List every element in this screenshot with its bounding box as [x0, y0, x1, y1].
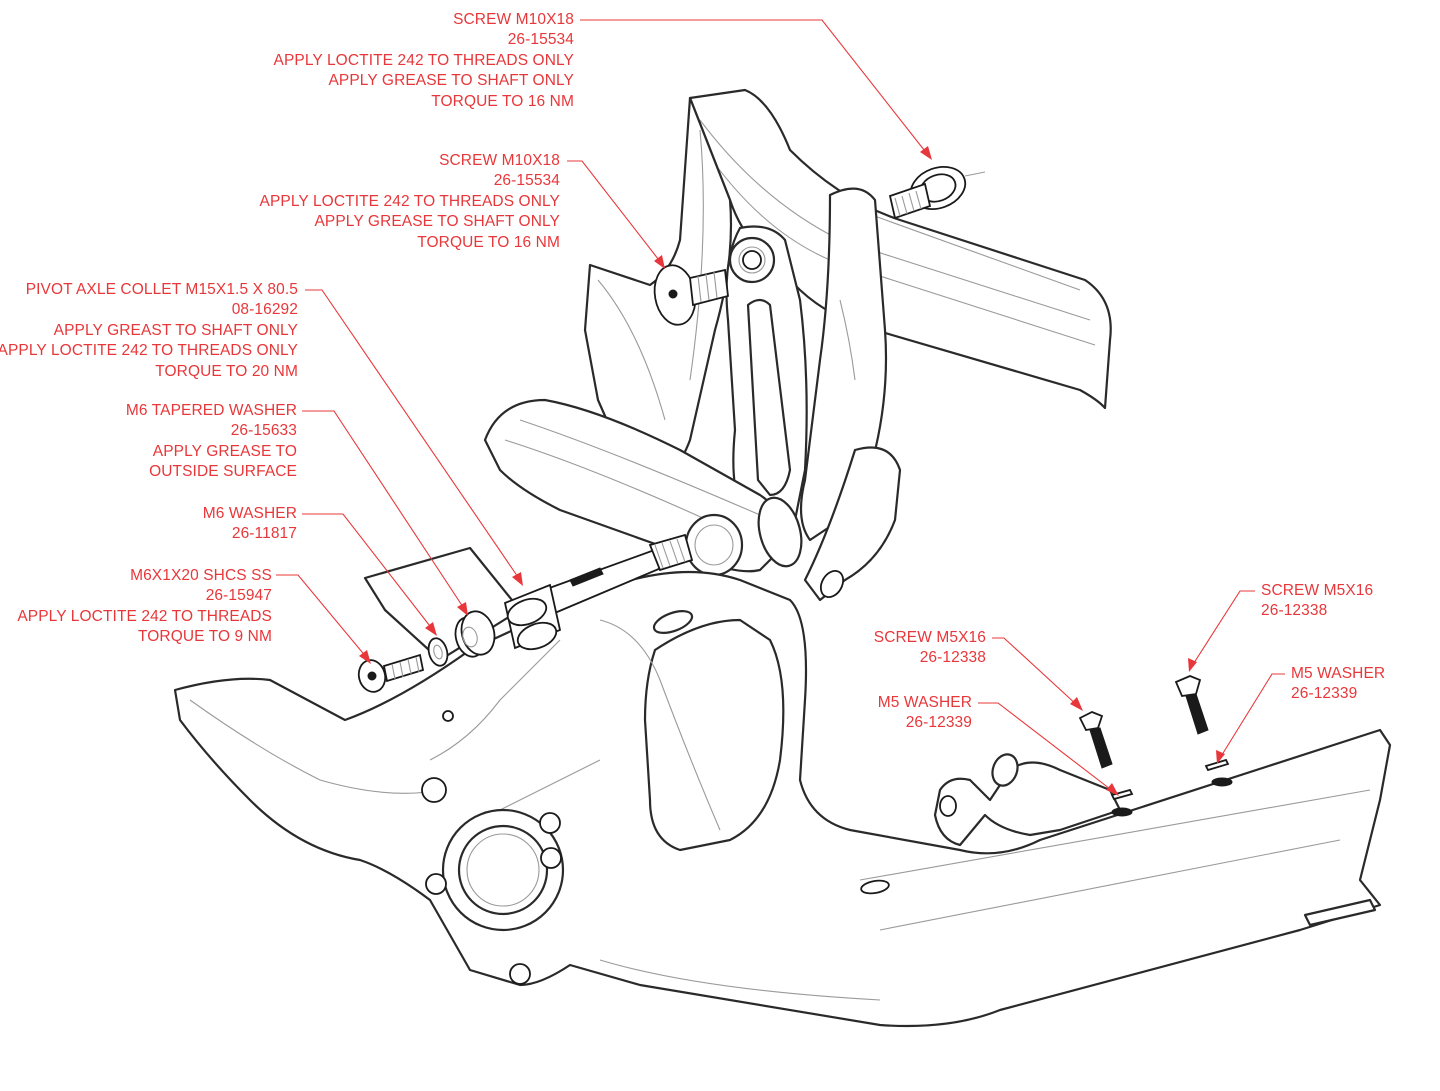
callout-line: APPLY GREAST TO SHAFT ONLY: [53, 321, 298, 339]
callout-line: M6X1X20 SHCS SS: [130, 567, 272, 584]
callout-line: 26-12339: [905, 714, 972, 732]
m6-shcs-bolt: [357, 653, 425, 693]
callout-line: APPLY LOCTITE 242 TO THREADS ONLY: [0, 342, 298, 360]
callout-line: PIVOT AXLE COLLET M15X1.5 X 80.5: [25, 281, 298, 298]
callout-line: 26-11817: [231, 525, 297, 543]
callout-line: SCREW M5X16: [1261, 582, 1374, 599]
callout-line: 26-15534: [493, 172, 560, 190]
shock-mount: [799, 187, 902, 602]
callout-line: OUTSIDE SURFACE: [149, 463, 297, 481]
callout-shcs: M6X1X20 SHCS SS 26-15947 APPLY LOCTITE 2…: [17, 566, 272, 648]
callout-line: SCREW M5X16: [873, 629, 986, 646]
lower-link-arm: [483, 398, 803, 577]
m6-tapered-washer: [454, 610, 496, 658]
screw-m5-right: [1174, 675, 1209, 735]
callout-line: SCREW M10X18: [439, 152, 560, 169]
callout-line: 08-16292: [231, 301, 298, 319]
callout-line: APPLY GREASE TO SHAFT ONLY: [314, 213, 560, 231]
callout-line: APPLY LOCTITE 242 TO THREADS: [17, 607, 272, 625]
rocker-link: [725, 225, 808, 535]
callout-line: 26-12339: [1291, 685, 1358, 703]
callout-line: TORQUE TO 20 NM: [155, 362, 298, 380]
screw-m10-link: [653, 264, 729, 326]
callout-line: APPLY LOCTITE 242 TO THREADS ONLY: [273, 51, 574, 69]
bottom-bracket: [421, 710, 565, 985]
screw-m10-upper: [888, 166, 986, 220]
callout-line: M5 WASHER: [877, 694, 972, 711]
callout-line: SCREW M10X18: [453, 11, 574, 28]
callout-line: TORQUE TO 9 NM: [137, 628, 272, 646]
callout-line: APPLY LOCTITE 242 TO THREADS ONLY: [259, 192, 560, 210]
callout-line: APPLY GREASE TO: [152, 442, 297, 460]
callout-screw-m5-right: SCREW M5X16 26-12338: [1261, 581, 1373, 622]
washer-m5-left: [1110, 788, 1134, 801]
callout-washer-m5-left: M5 WASHER 26-12339: [878, 693, 972, 734]
leader-lines: [276, 19, 1285, 796]
callout-line: TORQUE TO 16 NM: [417, 233, 560, 251]
m6-washer: [427, 637, 449, 667]
callout-screw-m5-left: SCREW M5X16 26-12338: [874, 628, 986, 669]
callout-screw-link: SCREW M10X18 26-15534 APPLY LOCTITE 242 …: [260, 151, 561, 253]
callout-m6-washer: M6 WASHER 26-11817: [203, 504, 297, 545]
callout-line: TORQUE TO 16 NM: [431, 92, 574, 110]
pivot-collet: [503, 583, 562, 651]
chainstay-yoke: [933, 753, 1233, 847]
callout-line: 26-12338: [919, 649, 986, 667]
washer-m5-right: [1204, 758, 1230, 772]
callout-line: 26-12338: [1261, 602, 1328, 620]
callout-washer-m5-right: M5 WASHER 26-12339: [1291, 664, 1385, 705]
callout-line: 26-15534: [507, 31, 574, 49]
callout-screw-upper: SCREW M10X18 26-15534 APPLY LOCTITE 242 …: [274, 10, 575, 112]
callout-line: M6 WASHER: [202, 505, 297, 522]
screw-m5-left: [1078, 711, 1113, 769]
callout-line: 26-15633: [230, 422, 297, 440]
callout-line: 26-15947: [205, 587, 272, 605]
main-frame-body: [173, 570, 1392, 1028]
callout-pivot-collet: PIVOT AXLE COLLET M15X1.5 X 80.5 08-1629…: [0, 280, 298, 382]
top-tube: [688, 88, 1112, 410]
callout-line: M5 WASHER: [1291, 665, 1386, 682]
callout-line: APPLY GREASE TO SHAFT ONLY: [328, 72, 574, 90]
callout-line: M6 TAPERED WASHER: [125, 402, 297, 419]
callout-tapered-washer: M6 TAPERED WASHER 26-15633 APPLY GREASE …: [126, 401, 297, 483]
